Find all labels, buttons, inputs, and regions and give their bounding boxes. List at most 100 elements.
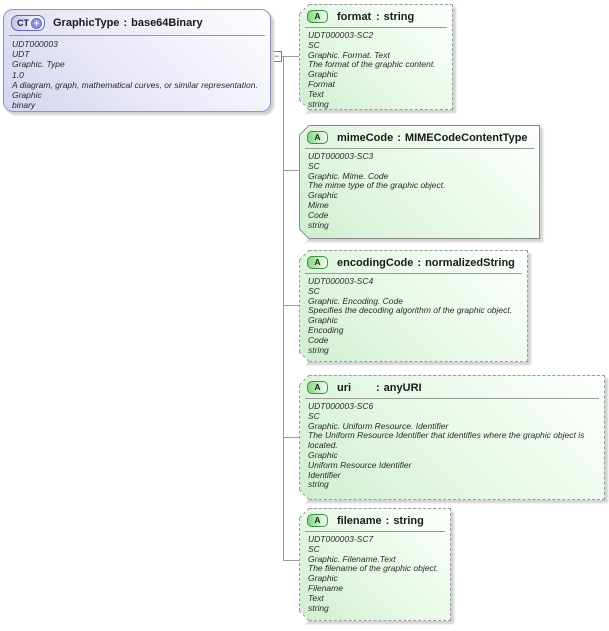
detail-line: SC [308,285,320,296]
attribute-type: string [383,10,415,23]
colon-separator: : [397,131,401,144]
node-title: uri:anyURI [337,382,422,394]
base-type: base64Binary [131,17,203,29]
detail-line: SC [308,39,320,50]
attribute-type: anyURI [383,381,422,394]
attribute-name: mimeCode [337,131,394,144]
title-separator [305,398,599,399]
detail-line: UDT000003-SC2 [308,30,374,40]
connector-branch [271,56,299,57]
colon-separator: : [417,256,422,269]
attribute-badge-icon: A [307,131,328,144]
detail-line: Uniform Resource Identifier [308,459,412,470]
colon-separator: : [123,17,128,29]
annotation-body: UDT000003-SC3 SC Graphic. Mime. Code The… [300,151,539,230]
plus-icon: + [31,17,42,29]
detail-line: Graphic [308,315,338,326]
detail-line: string [308,219,329,230]
detail-line: Encoding [308,324,344,335]
complextype-badge-label: CT [17,18,29,28]
detail-line: string [308,602,329,613]
attribute-name: encodingCode [337,256,414,269]
annotation-body: UDT000003 UDT Graphic. Type 1.0 A diagra… [4,38,270,110]
detail-line: 1.0 [12,69,24,80]
connector-trunk [283,56,284,560]
attribute-type: string [393,514,424,527]
attribute-node-uri[interactable]: A uri:anyURI UDT000003-SC6 SC Graphic. U… [299,375,605,500]
detail-line: UDT000003-SC4 [308,276,374,286]
attribute-badge-icon: A [307,381,328,394]
detail-line: Graphic. Uniform Resource. Identifier [308,420,449,431]
title-separator [305,27,447,28]
attribute-node-format[interactable]: A format:string UDT000003-SC2 SC Graphic… [299,4,453,110]
attribute-type: normalizedString [425,256,515,269]
colon-separator: : [385,514,390,527]
connector-branch [283,305,299,306]
attribute-node-filename[interactable]: A filename:string UDT000003-SC7 SC Graph… [299,508,451,621]
title-separator [305,273,522,274]
collapse-toggle-minus-icon[interactable]: − [271,51,282,62]
attribute-node-mimecode[interactable]: A mimeCode:MIMECodeContentType UDT000003… [299,125,540,239]
detail-line: Graphic. Encoding. Code [308,295,403,306]
detail-line: UDT000003-SC6 [308,401,374,411]
annotation-body: UDT000003-SC2 SC Graphic. Format. Text T… [300,30,452,109]
attribute-name: filename [337,514,382,527]
detail-line: Graphic. Type [12,59,65,70]
title-separator [305,148,534,149]
detail-line: Format [308,78,335,89]
detail-line: Graphic [308,573,338,584]
detail-line: UDT000003-SC3 [308,151,374,161]
detail-line: Filename [308,582,343,593]
detail-line: Graphic [12,90,42,101]
detail-line: Code [308,334,329,345]
connector-branch [283,170,299,171]
detail-line: SC [308,160,320,171]
attribute-name: uri [337,381,352,394]
attribute-type: MIMECodeContentType [404,131,528,144]
node-title: format:string [337,11,414,23]
node-title-row: A mimeCode:MIMECodeContentType [300,126,539,145]
attribute-badge-icon: A [307,256,328,269]
detail-line: UDT000003 [12,39,58,49]
detail-line: SC [308,410,320,421]
annotation-body: UDT000003-SC7 SC Graphic. Filename.Text … [300,534,450,613]
node-title: mimeCode:MIMECodeContentType [337,132,528,144]
detail-line: Graphic. Format. Text [308,49,390,60]
detail-line: Specifies the decoding algorithm of the … [308,305,513,316]
title-separator [305,531,445,532]
detail-line: Graphic. Filename.Text [308,553,396,564]
node-title: GraphicType:base64Binary [53,17,203,29]
colon-separator: : [376,381,380,394]
detail-line: Identifier [308,469,341,480]
complextype-node-graphictype[interactable]: CT+ GraphicType:base64Binary UDT000003 U… [3,9,271,112]
node-title-row: A encodingCode:normalizedString [300,251,527,270]
detail-line: A diagram, graph, mathematical curves, o… [12,79,258,90]
node-title: encodingCode:normalizedString [337,257,515,269]
detail-line: UDT [12,49,30,60]
connector-branch [283,560,299,561]
connector-branch [283,437,299,438]
detail-line: Graphic [308,190,338,201]
detail-line: string [308,344,329,355]
detail-line: SC [308,543,320,554]
node-title: filename:string [337,515,424,527]
attribute-badge-icon: A [307,514,328,527]
complextype-badge-icon: CT+ [11,15,45,31]
detail-line: binary [12,100,36,111]
attribute-name: format [337,10,372,23]
detail-line: Code [308,209,329,220]
detail-line: string [308,479,329,490]
attribute-node-encodingcode[interactable]: A encodingCode:normalizedString UDT00000… [299,250,528,362]
detail-line: Graphic [308,69,338,80]
title-separator [9,35,265,36]
node-title-row: CT+ GraphicType:base64Binary [4,10,270,32]
annotation-body: UDT000003-SC4 SC Graphic. Encoding. Code… [300,276,527,355]
detail-line: The Uniform Resource Identifier that ide… [308,430,585,451]
detail-line: Graphic [308,449,338,460]
node-title-row: A format:string [300,5,452,24]
detail-line: Text [308,592,324,603]
node-title-row: A filename:string [300,509,450,528]
detail-line: UDT000003-SC7 [308,534,374,544]
node-title-row: A uri:anyURI [300,376,604,395]
attribute-badge-icon: A [307,10,328,23]
